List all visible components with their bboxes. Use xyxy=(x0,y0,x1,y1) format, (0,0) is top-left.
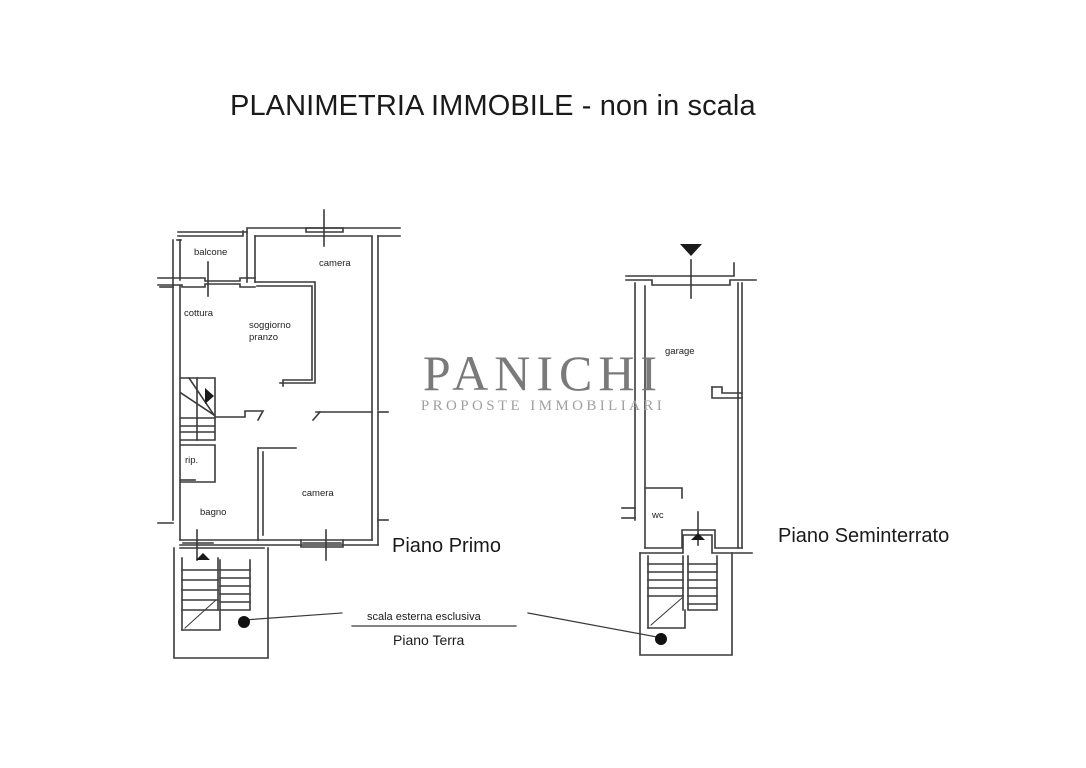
room-label-balcone: balcone xyxy=(194,247,228,258)
room-label-cottura: cottura xyxy=(184,308,214,319)
room-label-camera-2: camera xyxy=(302,488,334,499)
floor-label-piano-primo: Piano Primo xyxy=(392,535,501,557)
room-label-rip: rip. xyxy=(185,455,199,466)
garage-entrance-arrow-icon xyxy=(680,244,702,256)
watermark-tagline: PROPOSTE IMMOBILIARI xyxy=(420,398,666,414)
room-label-wc: wc xyxy=(652,510,664,521)
watermark-brand: PANICHI xyxy=(422,345,664,401)
room-label-garage: garage xyxy=(665,346,695,357)
entrance-arrow-icon xyxy=(691,533,705,540)
watermark-logo: PANICHI PROPOSTE IMMOBILIARI xyxy=(400,345,686,415)
marker-dot-right xyxy=(655,633,667,645)
marker-dot-left xyxy=(238,616,250,628)
up-arrow-icon xyxy=(196,553,210,560)
page-title: PLANIMETRIA IMMOBILE - non in scala xyxy=(230,90,756,122)
annotation-note: scala esterna esclusiva xyxy=(367,611,481,623)
floor-label-piano-seminterrato: Piano Seminterrato xyxy=(778,525,950,547)
room-label-camera-1: camera xyxy=(319,258,351,269)
room-label-pranzo: pranzo xyxy=(249,332,279,343)
room-label-bagno: bagno xyxy=(200,507,227,518)
annotation-floor-label: Piano Terra xyxy=(393,632,465,648)
stair-arrow-icon xyxy=(205,388,214,404)
room-label-soggiorno: soggiorno xyxy=(249,320,291,331)
